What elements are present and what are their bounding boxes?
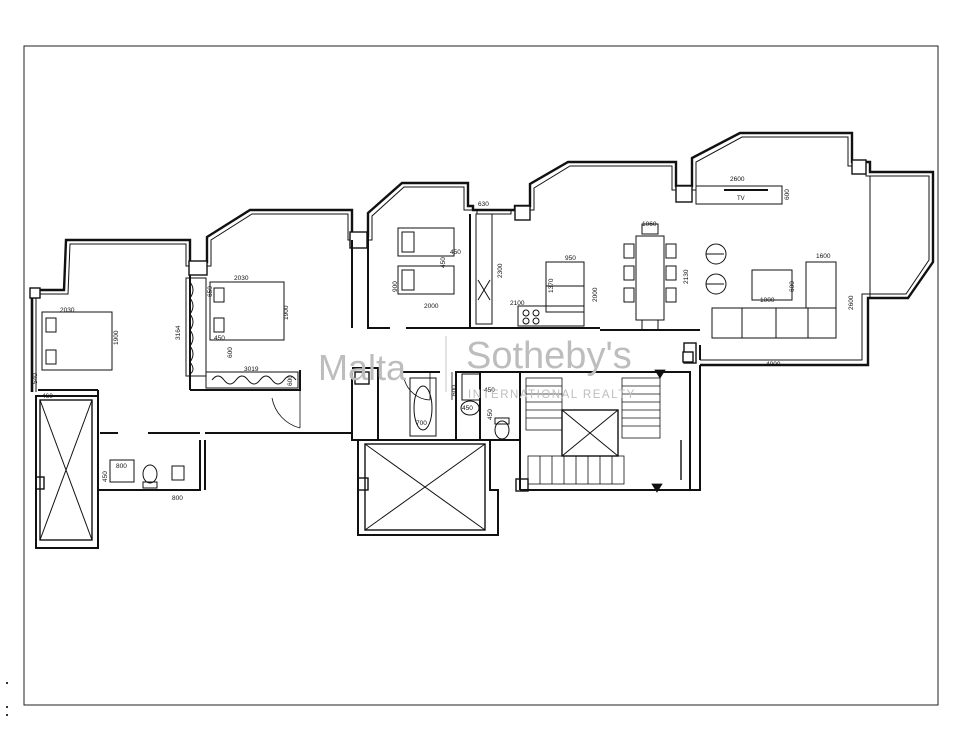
furniture: [41, 185, 837, 489]
dim-bath2-b: 450: [484, 387, 495, 394]
dim-bath1-left: 450: [102, 471, 109, 482]
dim-bed2-wardrobe-d: 600: [287, 375, 294, 386]
dim-bed3-w: 900: [392, 281, 399, 292]
structural-columns: [29, 159, 867, 492]
dim-dining-w: 1060: [642, 221, 657, 228]
tv-label: TV: [737, 196, 745, 202]
dim-tv-d: 600: [784, 189, 791, 200]
dim-bed1-side: 540: [32, 373, 39, 384]
dim-sofa-d: 600: [789, 281, 796, 292]
dim-dining-len: 2130: [683, 269, 690, 284]
dim-bed2-length: 1900: [283, 305, 290, 320]
dim-bath1-bottom: 800: [172, 495, 183, 502]
dim-bath2-w: 700: [416, 420, 427, 427]
dim-lounge-len: 2600: [848, 295, 855, 310]
watermark-brand: Sotheby's: [466, 335, 632, 377]
dim-kitchen-top: 630: [478, 201, 489, 208]
dim-lounge-bottom: 4000: [766, 361, 781, 368]
dim-bath2-a: 600: [451, 385, 458, 396]
dim-tv-len: 2600: [730, 176, 745, 183]
dim-sofa-w: 1600: [816, 253, 831, 260]
dim-bed1-bottom: 460: [42, 393, 53, 400]
dim-kitchen-depth: 2000: [592, 287, 599, 302]
dim-bed2-c: 600: [227, 347, 234, 358]
dim-bed2-wardrobe: 3164: [175, 325, 182, 340]
dim-bed3-b: 450: [440, 257, 447, 268]
dim-kitchen-unit: 950: [565, 255, 576, 262]
dim-bath2-c: 450: [462, 405, 473, 412]
page-frame: [23, 45, 939, 706]
dim-bed2-a: 650: [207, 286, 214, 297]
dim-bed1-width: 2030: [60, 307, 75, 314]
dim-kitchen-bottom: 2100: [510, 300, 525, 307]
dim-kitchen-island: 1370: [548, 278, 555, 293]
dim-bed2-wardrobe-len: 3019: [244, 366, 259, 373]
interior-walls: [35, 214, 701, 549]
sothebys-watermark: Malta Sotheby's INTERNATIONAL REALTY: [318, 335, 636, 401]
dim-bed3-a: 450: [450, 249, 461, 256]
dim-bed2-b: 450: [214, 335, 225, 342]
margin-marks: [6, 682, 8, 716]
dim-bath1-width: 800: [116, 463, 127, 470]
doors: [271, 372, 453, 429]
dim-sofa-len: 1000: [760, 297, 775, 304]
watermark-tagline: INTERNATIONAL REALTY: [468, 389, 636, 401]
dim-bath2-d: 450: [487, 409, 494, 420]
dim-bed3-len: 2000: [424, 303, 439, 310]
shafts: [39, 399, 619, 541]
staircase: [525, 369, 682, 493]
dim-kitchen-len: 2300: [497, 263, 504, 278]
watermark-region: Malta: [318, 347, 407, 388]
dimension-labels: 2030 1900 540 460 800 450 800 2030 1900 …: [32, 176, 855, 502]
dim-bed1-length: 1900: [113, 330, 120, 345]
dim-bed2-width: 2030: [234, 275, 249, 282]
